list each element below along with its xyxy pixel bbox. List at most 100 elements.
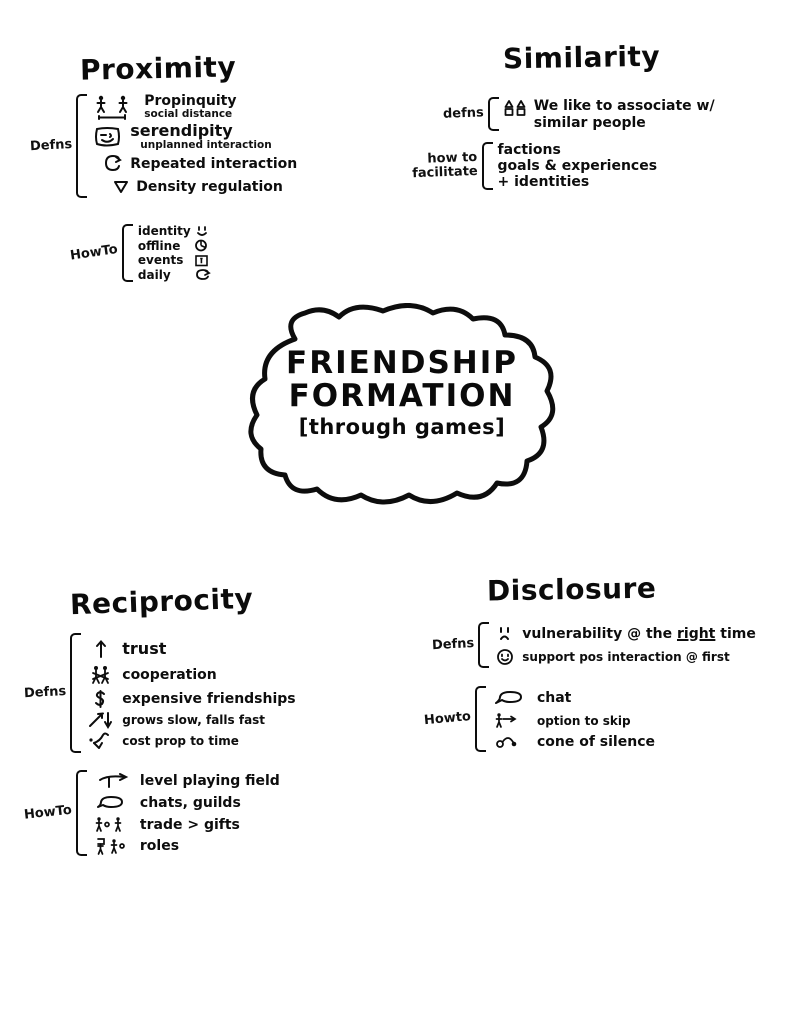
list-item-label: cooperation bbox=[122, 667, 217, 683]
person-arrow-icon bbox=[491, 712, 531, 730]
cone-icon bbox=[491, 733, 531, 751]
list-item-label: trade > gifts bbox=[139, 816, 240, 833]
similarity-howto-label: how to facilitate bbox=[411, 149, 479, 182]
list-item-sublabel: unplanned interaction bbox=[140, 139, 272, 152]
proximity-defns-group: Defns bbox=[30, 94, 297, 198]
curve-arrow-icon bbox=[86, 731, 116, 751]
list-item-label: roles bbox=[139, 837, 180, 854]
bracket bbox=[121, 224, 133, 282]
list-item: trust bbox=[86, 635, 295, 663]
list-item-label: factions bbox=[497, 142, 561, 158]
proximity-howto-rows: identity offline bbox=[138, 224, 212, 282]
list-item: serendipity unplanned interaction bbox=[92, 122, 297, 152]
list-item: Propinquity social distance bbox=[92, 94, 297, 122]
list-item-label: identity bbox=[137, 224, 191, 239]
list-item: level playing field bbox=[92, 770, 280, 792]
similarity-defns-rows: We like to associate w/ similar people bbox=[504, 97, 715, 131]
bracket bbox=[478, 622, 490, 668]
speech-bubble-icon bbox=[92, 794, 134, 812]
list-item-label: + identities bbox=[497, 174, 590, 190]
pie-icon bbox=[194, 239, 209, 252]
bracket bbox=[76, 94, 88, 198]
bracket bbox=[481, 142, 493, 190]
list-item: We like to associate w/ bbox=[504, 98, 715, 116]
repeat-arrow-icon bbox=[194, 268, 212, 281]
reciprocity-howto-label: HowTo bbox=[23, 802, 73, 823]
roles-people-icon bbox=[92, 836, 134, 856]
list-item-label: support pos interaction @ first bbox=[522, 649, 730, 664]
list-item-label: level playing field bbox=[139, 773, 280, 789]
winking-face-icon bbox=[92, 125, 124, 149]
list-item: events bbox=[138, 253, 212, 268]
reciprocity-defns-rows: trust co bbox=[86, 633, 296, 753]
bracket bbox=[487, 97, 499, 131]
proximity-defns-rows: Propinquity social distance bbox=[92, 94, 297, 198]
list-item: support pos interaction @ first bbox=[494, 645, 756, 668]
list-item: cost prop to time bbox=[86, 731, 295, 752]
list-item-label: expensive friendships bbox=[122, 690, 296, 707]
up-arrow-icon bbox=[86, 639, 116, 659]
disclosure-defn-text-after: time bbox=[715, 625, 756, 642]
repeat-arrow-icon bbox=[102, 154, 124, 174]
list-item: Repeated interaction bbox=[92, 152, 297, 176]
list-item-label: events bbox=[137, 253, 184, 268]
list-item: factions bbox=[498, 142, 658, 158]
disclosure-howto-label: Howto bbox=[423, 709, 472, 729]
smiley-face-icon bbox=[194, 225, 210, 238]
matching-shapes-icon bbox=[504, 92, 528, 120]
list-item-label: trust bbox=[122, 639, 167, 658]
list-item: daily bbox=[138, 268, 212, 283]
proximity-defns-label: Defns bbox=[29, 137, 73, 155]
similarity-howto-group: how to facilitate factions goals & exper… bbox=[412, 142, 657, 190]
flag-icon bbox=[112, 178, 130, 196]
disclosure-defn-text-before: vulnerability @ the bbox=[522, 625, 677, 642]
disclosure-howto-rows: chat option to skip bbox=[491, 686, 655, 752]
disclosure-defns-label: Defns bbox=[431, 636, 475, 654]
dollar-icon bbox=[86, 689, 116, 709]
reciprocity-title: Reciprocity bbox=[69, 581, 254, 622]
list-item-label: serendipity bbox=[130, 121, 233, 141]
bracket bbox=[70, 633, 82, 753]
disclosure-howto-group: Howto chat bbox=[423, 686, 655, 752]
list-item: goals & experiences bbox=[498, 158, 658, 174]
disclosure-defn-text-underline: right bbox=[676, 625, 716, 642]
up-down-arrow-icon bbox=[86, 710, 116, 730]
reciprocity-defns-group: Defns trust bbox=[24, 633, 296, 753]
two-people-trade-icon bbox=[92, 816, 134, 834]
list-item: cone of silence bbox=[491, 731, 655, 752]
disclosure-defns-group: Defns vulnerability @ the right time bbox=[432, 622, 756, 668]
list-item: vulnerability @ the right time bbox=[494, 622, 756, 645]
list-item-label: offline bbox=[137, 238, 181, 253]
list-item-label: grows slow, falls fast bbox=[122, 713, 266, 727]
list-item-label: cost prop to time bbox=[122, 734, 239, 748]
list-item: option to skip bbox=[491, 710, 655, 731]
list-item: + identities bbox=[498, 174, 658, 190]
proximity-title: Proximity bbox=[79, 50, 237, 87]
similarity-defns-group: defns We like to asso bbox=[443, 97, 715, 131]
list-item: roles bbox=[92, 835, 280, 856]
disclosure-defns-rows: vulnerability @ the right time support p… bbox=[494, 622, 756, 668]
list-item-label: Repeated interaction bbox=[130, 156, 298, 172]
similarity-title: Similarity bbox=[502, 39, 661, 76]
bracket bbox=[474, 686, 486, 752]
proximity-howto-label: HowTo bbox=[69, 242, 119, 264]
list-item: chats, guilds bbox=[92, 792, 280, 814]
list-item: chat bbox=[491, 686, 655, 710]
list-item: Density regulation bbox=[92, 176, 297, 198]
list-item-label: Density regulation bbox=[136, 179, 283, 195]
smiley-face-icon bbox=[494, 648, 516, 666]
level-field-icon bbox=[92, 772, 134, 790]
list-item: identity bbox=[138, 224, 212, 239]
list-item-label: similar people bbox=[533, 114, 646, 131]
list-item: expensive friendships bbox=[86, 688, 296, 710]
center-cloud: FRIENDSHIP FORMATION [through games] bbox=[243, 303, 561, 515]
disclosure-title: Disclosure bbox=[486, 571, 657, 608]
reciprocity-howto-rows: level playing field chats, guilds bbox=[92, 770, 280, 856]
speech-bubble-icon bbox=[491, 689, 531, 707]
list-item-label: Propinquity bbox=[144, 93, 237, 109]
bracket bbox=[75, 770, 87, 856]
similarity-howto-rows: factions goals & experiences + identitie… bbox=[498, 142, 658, 190]
list-item-label: goals & experiences bbox=[497, 158, 658, 174]
surprised-face-icon bbox=[494, 625, 516, 643]
